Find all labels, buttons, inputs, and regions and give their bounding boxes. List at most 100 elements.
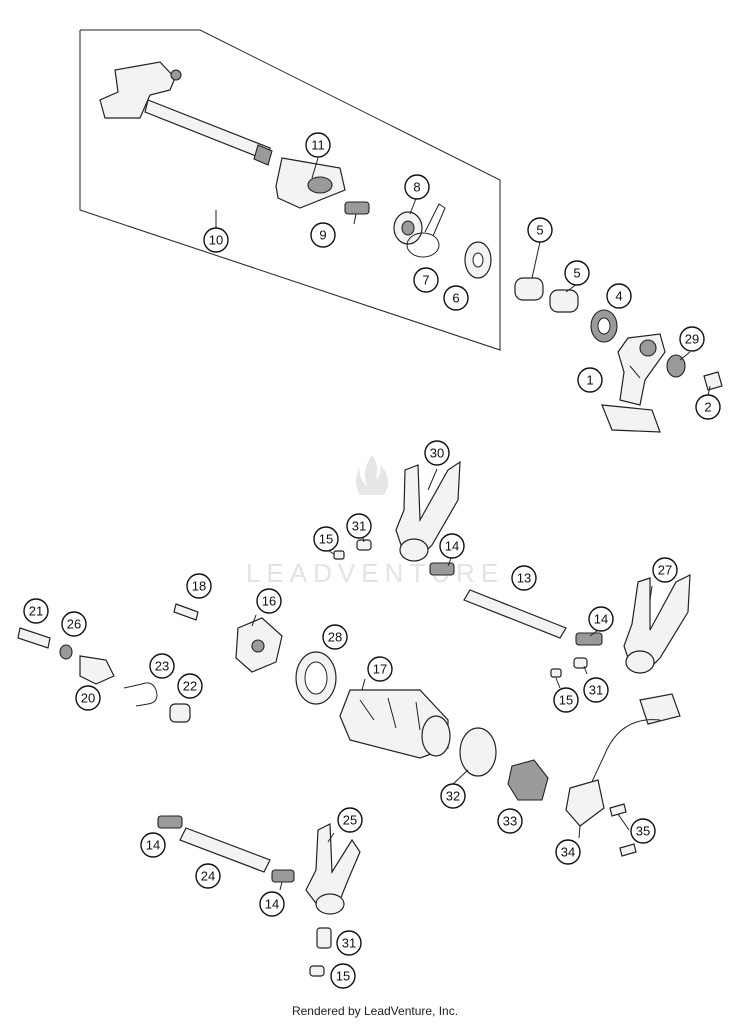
spring-part-9 <box>344 201 370 215</box>
callout-label: 30 <box>430 446 444 461</box>
screw-part-35-a <box>609 803 627 817</box>
callout-14: 14 <box>439 533 465 559</box>
bushing-part-5a <box>514 277 544 301</box>
callout-label: 27 <box>658 563 672 578</box>
callout-label: 32 <box>446 789 460 804</box>
callout-label: 17 <box>373 662 387 677</box>
locking-lever-part <box>79 655 115 685</box>
callout-label: 6 <box>452 291 459 306</box>
callout-4: 4 <box>606 283 632 309</box>
gear-position-sensor-part <box>565 693 681 827</box>
callout-label: 31 <box>589 683 603 698</box>
callout-label: 14 <box>265 897 279 912</box>
watermark-text: LEADVENTURE <box>246 558 504 588</box>
footer-credit: Rendered by LeadVenture, Inc. <box>291 1004 459 1018</box>
bushing-part-5b <box>549 289 579 313</box>
washer-part-26 <box>59 644 73 660</box>
shift-shaft-part <box>99 61 273 166</box>
callout-7: 7 <box>413 267 439 293</box>
callout-5: 5 <box>527 217 553 243</box>
bolt-part-18 <box>173 603 199 621</box>
callout-22: 22 <box>177 673 203 699</box>
gear-sensor-cap-part <box>507 759 549 801</box>
shift-fork-part-27 <box>623 574 691 674</box>
callout-29: 29 <box>679 326 705 352</box>
callout-21: 21 <box>23 598 49 624</box>
fork-shaft-part-13 <box>463 589 567 639</box>
callout-label: 23 <box>155 659 169 674</box>
callout-30: 30 <box>424 440 450 466</box>
callout-label: 14 <box>445 539 459 554</box>
callout-28: 28 <box>322 624 348 650</box>
pin-part-15-right <box>550 668 562 678</box>
callout-31: 31 <box>346 513 372 539</box>
callout-15: 15 <box>313 526 339 552</box>
spring-part-14-right <box>575 632 603 646</box>
torsion-spring-part <box>406 232 440 258</box>
callout-16: 16 <box>256 588 282 614</box>
callout-20: 20 <box>75 685 101 711</box>
spring-part-14-lower-right <box>271 869 295 883</box>
callout-18: 18 <box>186 573 212 599</box>
callout-label: 4 <box>615 289 622 304</box>
callout-31: 31 <box>336 930 362 956</box>
callout-2: 2 <box>695 394 721 420</box>
callout-label: 18 <box>192 579 206 594</box>
callout-label: 15 <box>559 693 573 708</box>
callout-label: 35 <box>636 824 650 839</box>
callout-label: 26 <box>67 617 81 632</box>
callout-13: 13 <box>511 565 537 591</box>
callout-label: 16 <box>262 594 276 609</box>
callout-label: 7 <box>422 273 429 288</box>
callout-5: 5 <box>564 260 590 286</box>
callout-label: 33 <box>503 814 517 829</box>
callout-8: 8 <box>404 174 430 200</box>
callout-label: 14 <box>146 838 160 853</box>
callout-label: 2 <box>704 400 711 415</box>
callout-1: 1 <box>577 367 603 393</box>
callout-label: 10 <box>209 233 223 248</box>
shift-shaft-group-frame <box>79 29 501 351</box>
callout-11: 11 <box>305 132 331 158</box>
callout-23: 23 <box>149 653 175 679</box>
pin-part-31-lower <box>316 927 332 949</box>
fork-shaft-part-24 <box>179 827 271 873</box>
callout-label: 15 <box>319 532 333 547</box>
spring-part-14-lower-left <box>157 815 183 829</box>
pin-part-15-upper <box>333 550 345 560</box>
shift-fork-part-30 <box>395 460 461 562</box>
callout-label: 34 <box>561 845 575 860</box>
callout-10: 10 <box>203 227 229 253</box>
callout-label: 13 <box>517 571 531 586</box>
screw-part-35-b <box>619 843 637 857</box>
callout-33: 33 <box>497 808 523 834</box>
callout-14: 14 <box>259 891 285 917</box>
pin-part-31-right <box>573 657 588 669</box>
callout-label: 8 <box>413 180 420 195</box>
shift-drum-part <box>339 689 451 759</box>
bolt-part-21 <box>17 627 51 649</box>
callout-label: 25 <box>343 813 357 828</box>
callout-6: 6 <box>443 285 469 311</box>
callout-26: 26 <box>61 611 87 637</box>
pin-part-15-lower <box>309 965 325 977</box>
callout-27: 27 <box>652 557 678 583</box>
nut-part-29 <box>666 354 686 378</box>
callout-label: 9 <box>319 228 326 243</box>
callout-label: 5 <box>536 223 543 238</box>
callout-label: 14 <box>594 612 608 627</box>
callout-label: 22 <box>183 679 197 694</box>
callout-32: 32 <box>440 783 466 809</box>
callout-24: 24 <box>195 863 221 889</box>
callout-14: 14 <box>588 606 614 632</box>
leadventure-watermark: LEADVENTURE <box>246 455 504 588</box>
callout-label: 29 <box>685 332 699 347</box>
callout-label: 21 <box>29 604 43 619</box>
spring-part-14-upper <box>429 562 455 576</box>
callout-label: 28 <box>328 630 342 645</box>
callout-15: 15 <box>553 687 579 713</box>
callout-label: 31 <box>352 519 366 534</box>
callout-14: 14 <box>140 832 166 858</box>
callout-label: 24 <box>201 869 215 884</box>
